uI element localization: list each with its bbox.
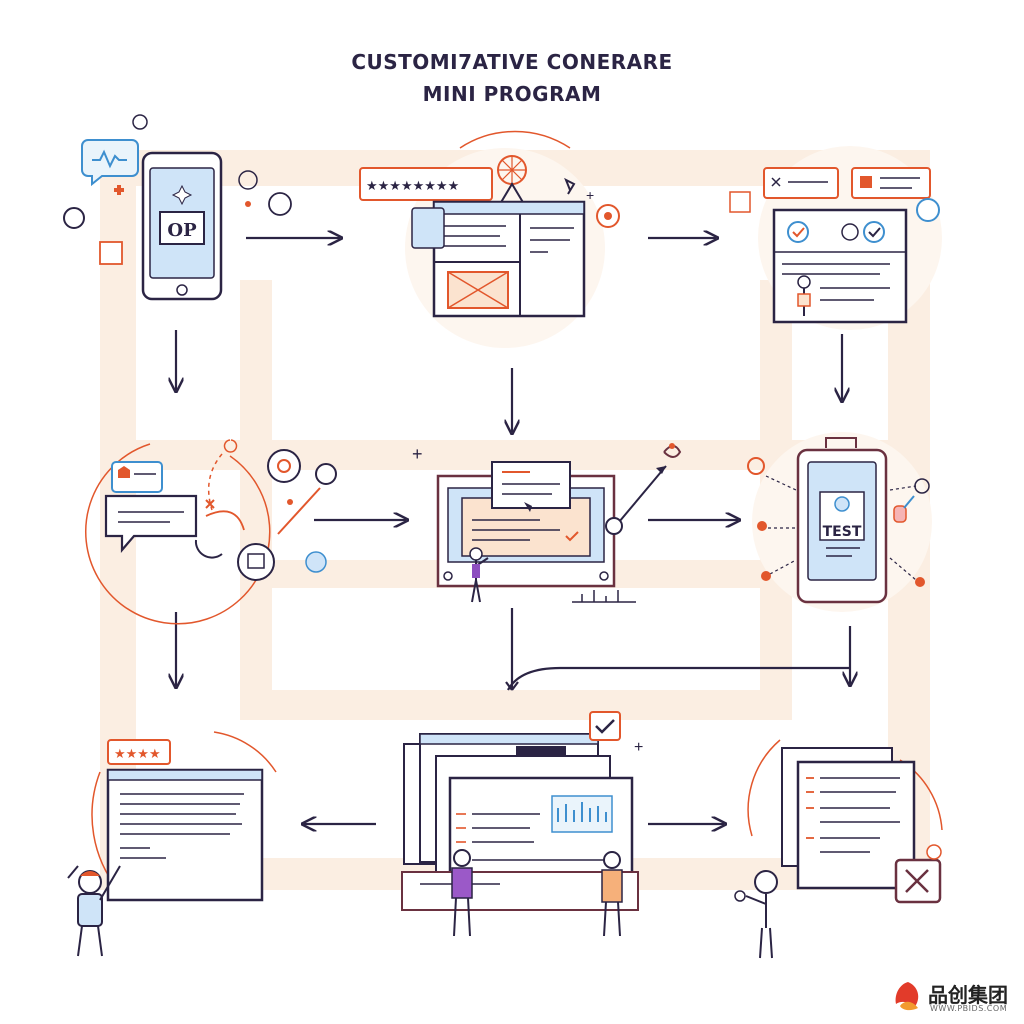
watermark: 品创集团 WWW.PBIDS.COM <box>892 976 1020 1020</box>
rating-stars-icon: ★★★★★★★★ <box>366 179 459 194</box>
step-design-window: ★★★★★★★★ + <box>359 130 620 348</box>
plus-icon <box>114 185 124 195</box>
pin-icon <box>132 114 148 130</box>
step-rejected-document <box>734 739 943 959</box>
phone-start-label: OP <box>167 220 197 241</box>
step-review-document: ★★★★ <box>67 731 277 957</box>
svg-text:+: + <box>634 739 643 756</box>
diagram-title-line-1: CUSTOMI7ATIVE CONERARE <box>351 50 673 74</box>
step-phone-start: OP <box>141 151 223 301</box>
phone-test-label: TEST <box>823 524 862 540</box>
watermark-cn: 品创集团 <box>928 983 1008 1007</box>
step-presentation-board: + <box>412 443 682 603</box>
step-chat-feedback <box>85 439 337 625</box>
brand-logo-icon <box>895 982 919 1011</box>
diagram-title-line-2: MINI PROGRAM <box>422 82 602 106</box>
svg-text:+: + <box>412 444 423 464</box>
google-icon <box>63 207 85 229</box>
check-card-icon <box>99 241 123 265</box>
watermark-url: WWW.PBIDS.COM <box>930 1004 1008 1013</box>
step-phone-test: TEST <box>747 432 932 612</box>
rating-stars-icon: ★★★★ <box>114 746 161 761</box>
svg-text:+: + <box>586 187 594 203</box>
chart-badge-icon <box>268 192 292 216</box>
step-checklist-board <box>729 146 942 330</box>
chat-pulse-icon <box>81 139 139 187</box>
flow-arrows <box>176 238 850 824</box>
spiral-icon <box>238 170 258 190</box>
step-team-documents: + <box>401 711 643 937</box>
